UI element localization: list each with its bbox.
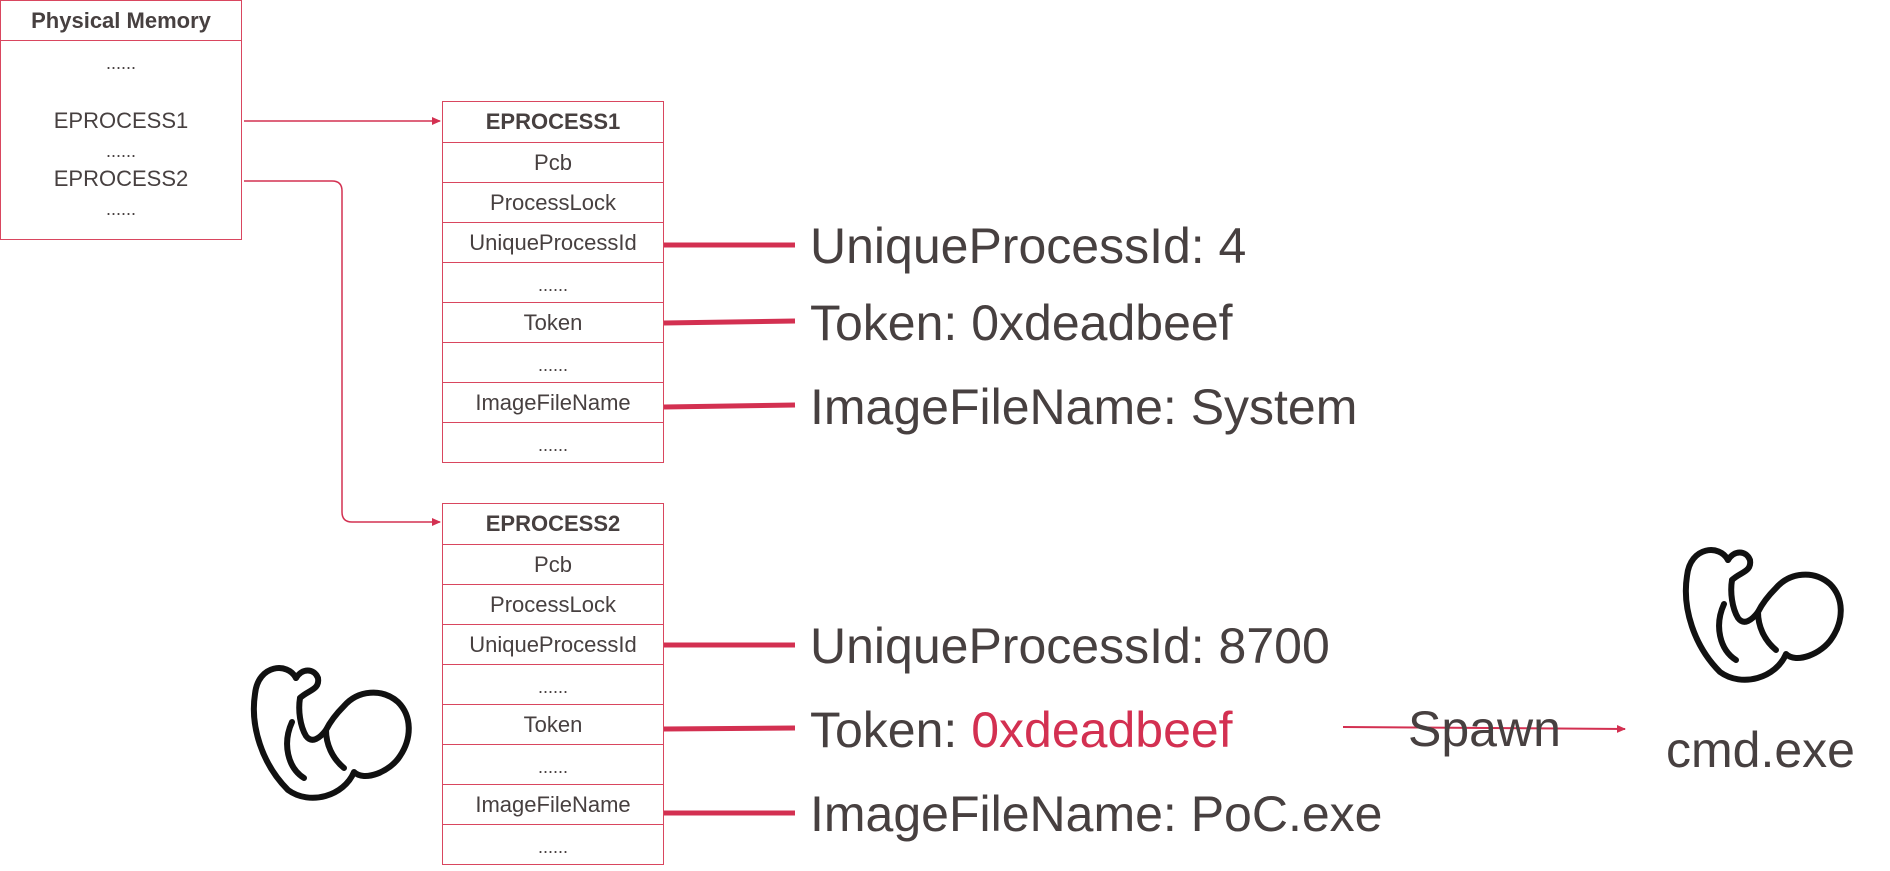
field-token: Token	[443, 302, 663, 342]
connector-ep1-image	[663, 402, 796, 410]
memory-entry-eprocess1: EPROCESS1	[53, 108, 189, 133]
stolen-token-hex: 0xdeadbeef	[971, 702, 1233, 758]
pointer-arrow-eprocess2	[244, 180, 441, 526]
ep2-image-value: ImageFileName: PoC.exe	[810, 786, 1383, 842]
eprocess2-table: EPROCESS2 Pcb ProcessLock UniqueProcessI…	[442, 503, 664, 865]
ep2-token-value: Token: 0xdeadbeef	[810, 702, 1233, 758]
eprocess2-title: EPROCESS2	[485, 511, 621, 536]
eprocess1-title: EPROCESS1	[485, 109, 621, 134]
token-hex: 0xdeadbeef	[971, 295, 1233, 351]
field-pcb: Pcb	[443, 544, 663, 584]
connector-ep2-token	[663, 725, 796, 732]
field-ellipsis: ......	[443, 824, 663, 864]
flexed-biceps-icon	[1682, 547, 1844, 683]
physical-memory-box: Physical Memory ...... EPROCESS1 ...... …	[0, 0, 242, 240]
memory-ellipsis: ......	[105, 199, 136, 219]
memory-entry-eprocess2: EPROCESS2	[53, 166, 189, 191]
eprocess1-table: EPROCESS1 Pcb ProcessLock UniqueProcessI…	[442, 101, 664, 463]
token-label: Token:	[810, 702, 972, 758]
ep1-image-value: ImageFileName: System	[810, 379, 1358, 435]
physical-memory-title: Physical Memory	[1, 1, 241, 41]
ep1-token-value: Token: 0xdeadbeef	[810, 295, 1233, 351]
memory-ellipsis: ......	[105, 53, 136, 73]
cmd-exe-label: cmd.exe	[1666, 722, 1855, 778]
field-ellipsis: ......	[443, 262, 663, 302]
flexed-biceps-icon	[250, 665, 412, 801]
memory-ellipsis: ......	[105, 141, 136, 161]
field-ellipsis: ......	[443, 664, 663, 704]
connector-ep1-token	[663, 318, 796, 326]
ep2-pid-value: UniqueProcessId: 8700	[810, 618, 1330, 674]
field-ellipsis: ......	[443, 342, 663, 382]
field-pcb: Pcb	[443, 142, 663, 182]
field-imagefilename: ImageFileName	[443, 784, 663, 824]
field-token: Token	[443, 704, 663, 744]
ep1-pid-value: UniqueProcessId: 4	[810, 218, 1247, 274]
field-processlock: ProcessLock	[443, 182, 663, 222]
field-ellipsis: ......	[443, 744, 663, 784]
spawn-label: Spawn	[1408, 701, 1561, 757]
token-label: Token:	[810, 295, 972, 351]
field-uniqueprocessid: UniqueProcessId	[443, 624, 663, 664]
field-ellipsis: ......	[443, 422, 663, 462]
field-uniqueprocessid: UniqueProcessId	[443, 222, 663, 262]
field-processlock: ProcessLock	[443, 584, 663, 624]
spawn-arrow	[1342, 724, 1626, 733]
field-imagefilename: ImageFileName	[443, 382, 663, 422]
